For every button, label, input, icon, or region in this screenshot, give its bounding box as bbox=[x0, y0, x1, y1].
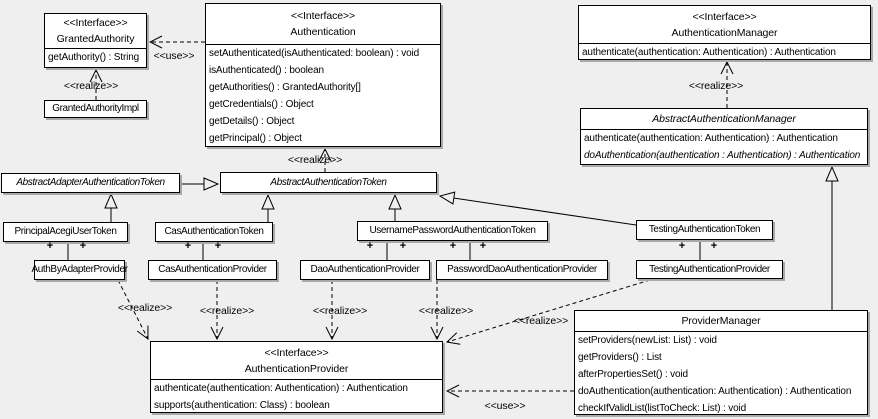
method: setAuthenticated(isAuthenticated: boolea… bbox=[209, 48, 420, 59]
class-name: CasAuthenticationToken bbox=[164, 226, 264, 237]
class-abstract-authentication-manager: AbstractAuthenticationManager authentica… bbox=[580, 108, 868, 165]
method: isAuthenticated() : boolean bbox=[209, 65, 324, 76]
method: getDetails() : Object bbox=[209, 116, 295, 127]
realize-label: <<realize>> bbox=[688, 80, 744, 92]
method: doAuthentication(authentication : Authen… bbox=[584, 150, 861, 161]
method: checkIfValidList(listToCheck: List) : vo… bbox=[578, 403, 747, 414]
class-name: Authentication bbox=[290, 26, 356, 38]
realize-arrow-testingauthenticationprovider bbox=[447, 279, 651, 342]
dependency-arrows bbox=[96, 42, 727, 391]
class-provider-manager: ProviderManager setProviders(newList: Li… bbox=[574, 310, 868, 415]
multiplicity-plus: + bbox=[479, 240, 487, 252]
use-label: <<use>> bbox=[153, 50, 195, 62]
class-testing-authentication-token: TestingAuthenticationToken bbox=[636, 220, 773, 240]
class-testing-authentication-provider: TestingAuthenticationProvider bbox=[636, 260, 783, 279]
class-authentication-provider: <<Interface>> AuthenticationProvider aut… bbox=[150, 341, 443, 413]
gen-arrow-testingauthenticationtoken bbox=[440, 196, 637, 226]
multiplicity-plus: + bbox=[366, 240, 374, 252]
generalization-arrows bbox=[111, 167, 832, 310]
class-auth-by-adapter-provider: AuthByAdapterProvider bbox=[31, 260, 128, 280]
class-abstract-authentication-token: AbstractAuthenticationToken bbox=[220, 172, 437, 193]
class-name: AuthenticationManager bbox=[671, 26, 778, 39]
realize-label: <<realize>> bbox=[199, 305, 255, 317]
class-name: UsernamePasswordAuthenticationToken bbox=[369, 225, 536, 236]
class-name: TestingAuthenticationToken bbox=[648, 224, 761, 235]
realize-label: <<realize>> bbox=[117, 302, 173, 314]
multiplicity-plus: + bbox=[710, 240, 718, 252]
multiplicity-plus: + bbox=[184, 240, 192, 252]
method: authenticate(authentication: Authenticat… bbox=[582, 47, 836, 58]
class-username-password-authentication-token: UsernamePasswordAuthenticationToken bbox=[357, 221, 548, 241]
multiplicity-plus: + bbox=[46, 240, 54, 252]
method: getAuthorities() : GrantedAuthority[] bbox=[209, 82, 361, 93]
class-principal-acegi-user-token: PrincipalAcegiUserToken bbox=[3, 222, 128, 242]
method: setProviders(newList: List) : void bbox=[578, 335, 717, 346]
method: getPrincipal() : Object bbox=[209, 133, 302, 144]
class-authentication: <<Interface>> Authentication setAuthenti… bbox=[205, 3, 441, 147]
class-password-dao-authentication-provider: PasswordDaoAuthenticationProvider bbox=[436, 260, 608, 280]
stereotype: <<Interface>> bbox=[692, 10, 757, 23]
class-name: AbstractAuthenticationManager bbox=[652, 113, 796, 125]
class-name: PrincipalAcegiUserToken bbox=[14, 226, 117, 237]
multiplicity-plus: + bbox=[214, 240, 222, 252]
stereotype: <<Interface>> bbox=[264, 346, 329, 359]
realize-label: <<realize>> bbox=[513, 315, 569, 327]
method: authenticate(authentication: Authenticat… bbox=[584, 133, 838, 144]
class-name: CasAuthenticationProvider bbox=[158, 264, 267, 275]
association-lines bbox=[67, 240, 701, 261]
class-name: PasswordDaoAuthenticationProvider bbox=[447, 264, 597, 275]
class-name: ProviderManager bbox=[681, 315, 761, 327]
method: getProviders() : List bbox=[578, 352, 662, 363]
multiplicity-plus: + bbox=[79, 240, 87, 252]
class-name: AuthenticationProvider bbox=[244, 362, 349, 375]
use-label: <<use>> bbox=[484, 400, 526, 412]
stereotype: <<Interface>> bbox=[63, 17, 128, 29]
method: afterPropertiesSet() : void bbox=[578, 369, 688, 380]
class-name: AuthByAdapterProvider bbox=[31, 264, 128, 275]
class-name: DaoAuthenticationProvider bbox=[310, 264, 420, 275]
method: doAuthentication(authentication: Authent… bbox=[578, 386, 852, 397]
multiplicity-plus: + bbox=[449, 240, 457, 252]
class-granted-authority-impl: GrantedAuthorityImpl bbox=[44, 100, 147, 118]
realize-label: <<realize>> bbox=[418, 305, 474, 317]
multiplicity-plus: + bbox=[399, 240, 407, 252]
class-name: GrantedAuthorityImpl bbox=[52, 103, 139, 114]
class-name: AbstractAdapterAuthenticationToken bbox=[16, 177, 165, 188]
class-name: AbstractAuthenticationToken bbox=[270, 176, 387, 188]
realize-label: <<realize>> bbox=[287, 154, 343, 166]
class-cas-authentication-token: CasAuthenticationToken bbox=[155, 222, 273, 242]
class-abstract-adapter-authentication-token: AbstractAdapterAuthenticationToken bbox=[1, 173, 180, 193]
class-name: TestingAuthenticationProvider bbox=[649, 263, 770, 275]
stereotype: <<Interface>> bbox=[290, 10, 356, 22]
class-granted-authority: <<Interface>> GrantedAuthority getAuthor… bbox=[44, 13, 147, 68]
method: authenticate(authentication: Authenticat… bbox=[154, 383, 408, 394]
method: supports(authentication: Class) : boolea… bbox=[154, 400, 330, 411]
class-name: GrantedAuthority bbox=[56, 33, 135, 45]
realize-label: <<realize>> bbox=[312, 305, 368, 317]
method: getAuthority() : String bbox=[48, 52, 140, 63]
class-dao-authentication-provider: DaoAuthenticationProvider bbox=[300, 260, 430, 280]
class-authentication-manager: <<Interface>> AuthenticationManager auth… bbox=[578, 5, 871, 60]
class-cas-authentication-provider: CasAuthenticationProvider bbox=[148, 260, 277, 280]
multiplicity-plus: + bbox=[678, 240, 686, 252]
realize-label: <<realize>> bbox=[63, 80, 119, 92]
method: getCredentials() : Object bbox=[209, 99, 314, 110]
